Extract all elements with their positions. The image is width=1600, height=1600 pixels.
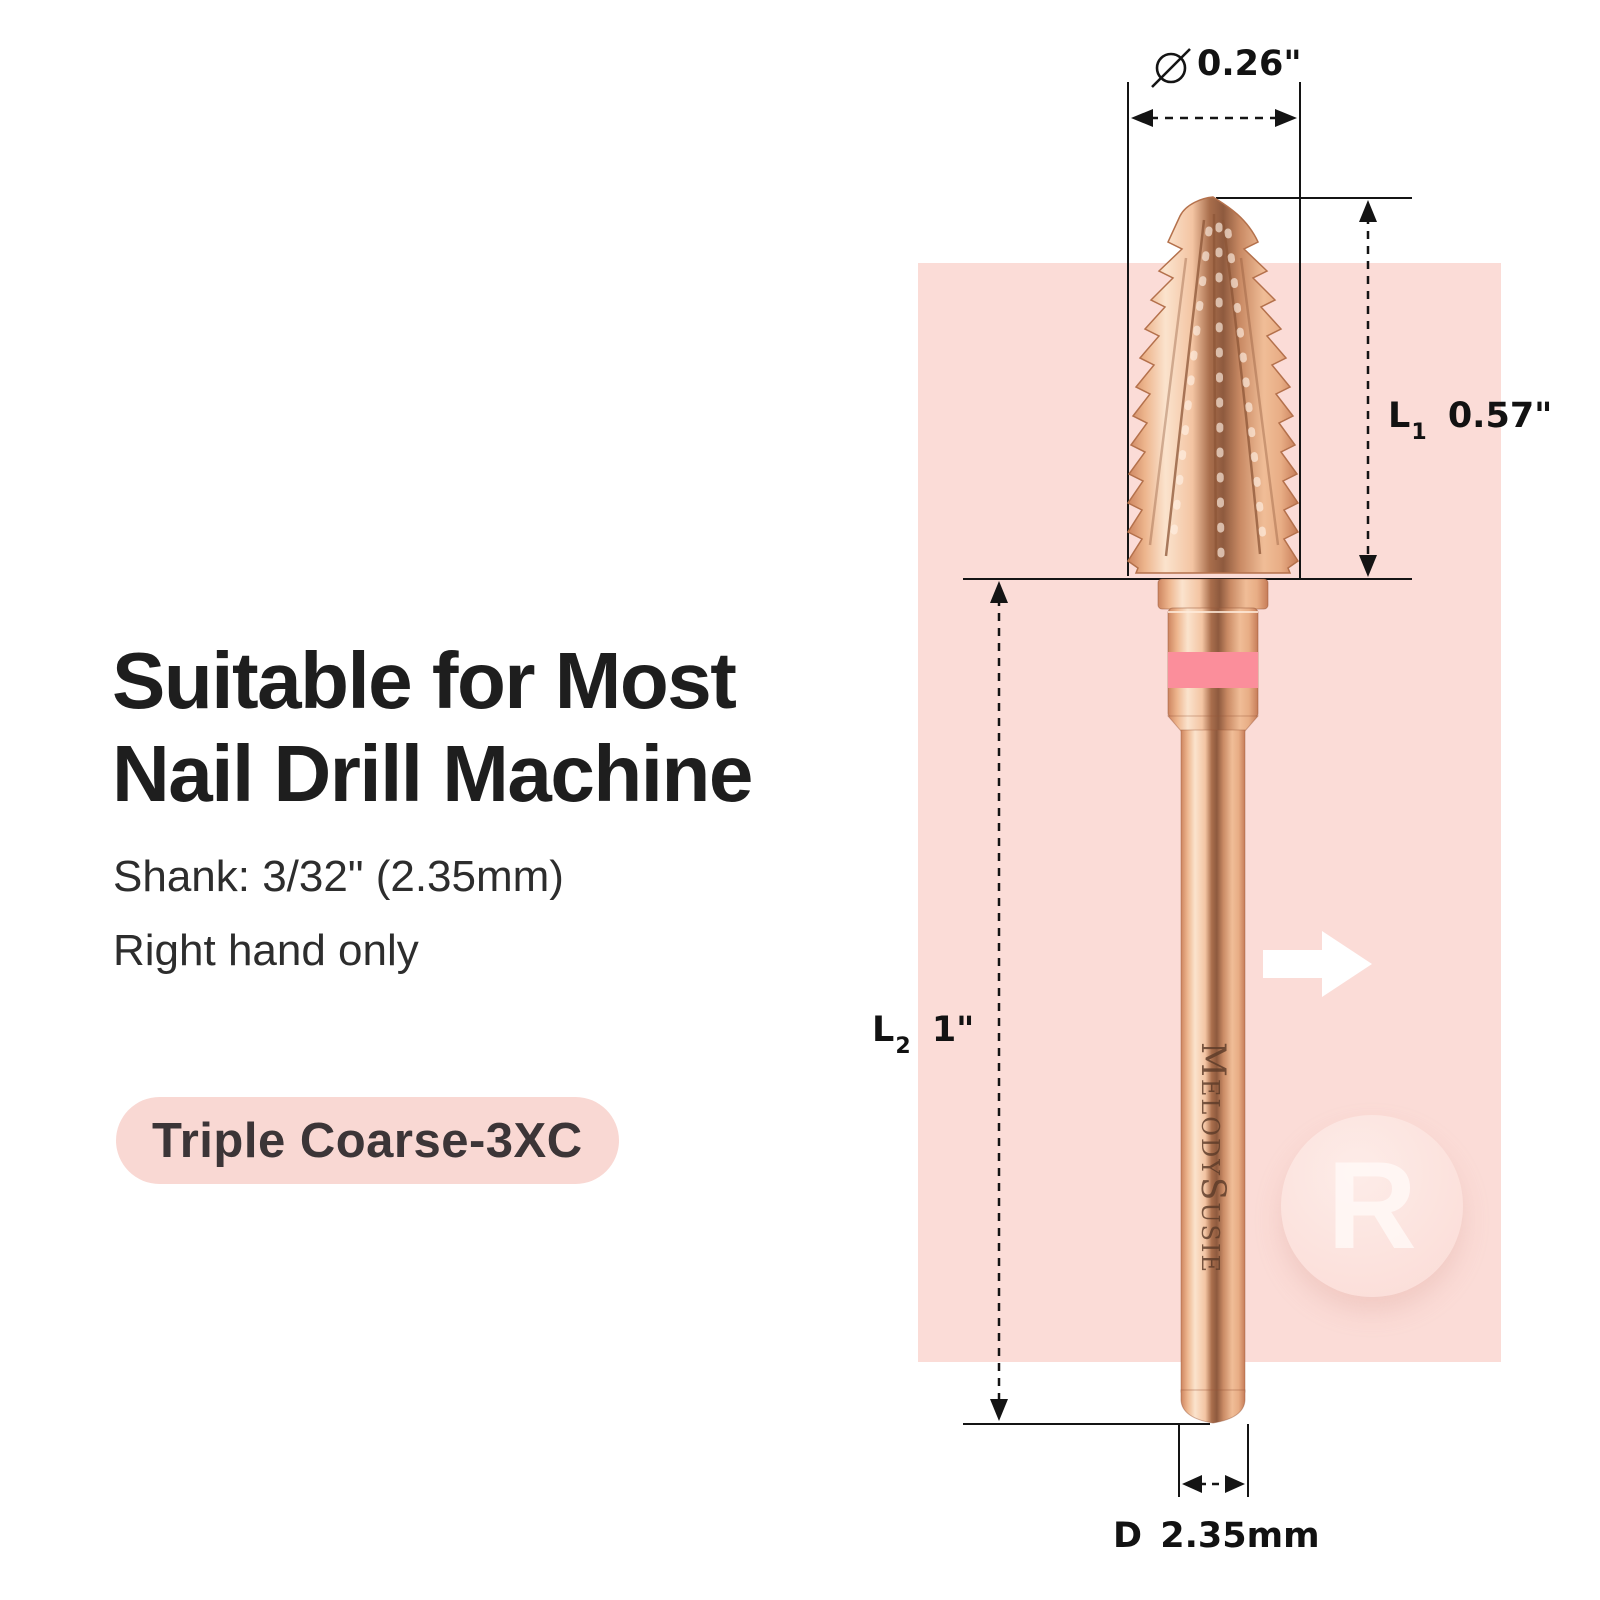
diameter-dimension-label: 0.26" <box>1197 44 1302 84</box>
l1-subscript: 1 <box>1411 420 1427 445</box>
shank-diameter-dimension-label: D 2.35mm <box>1113 1516 1320 1556</box>
shank-d-name: D <box>1113 1516 1143 1556</box>
shank-d-value: 2.35mm <box>1160 1516 1320 1556</box>
bit-shank-tip <box>1180 1389 1246 1424</box>
watermark-badge: R <box>1281 1115 1463 1297</box>
l1-dimension-label: L1 0.57" <box>1388 396 1553 444</box>
l2-value: 1" <box>931 1010 975 1050</box>
page-title: Suitable for Most Nail Drill Machine <box>112 634 932 820</box>
diameter-icon <box>1151 48 1191 88</box>
grit-badge: Triple Coarse-3XC <box>116 1097 619 1184</box>
grit-badge-label: Triple Coarse-3XC <box>152 1113 583 1168</box>
l2-dimension-label: L2 1" <box>872 1010 975 1058</box>
spec-shank-size: Shank: 3/32" (2.35mm) <box>113 852 564 901</box>
l1-value: 0.57" <box>1447 396 1553 436</box>
l2-name: L <box>872 1010 895 1050</box>
diameter-value: 0.26" <box>1197 44 1302 84</box>
l1-name: L <box>1388 396 1411 436</box>
watermark-letter: R <box>1327 1137 1417 1275</box>
spec-hand-direction: Right hand only <box>113 926 419 975</box>
brand-name: MelodySusie <box>1193 1042 1233 1274</box>
page-title-line2: Nail Drill Machine <box>112 729 753 818</box>
l2-subscript: 2 <box>895 1034 911 1059</box>
page-title-line1: Suitable for Most <box>112 636 737 725</box>
